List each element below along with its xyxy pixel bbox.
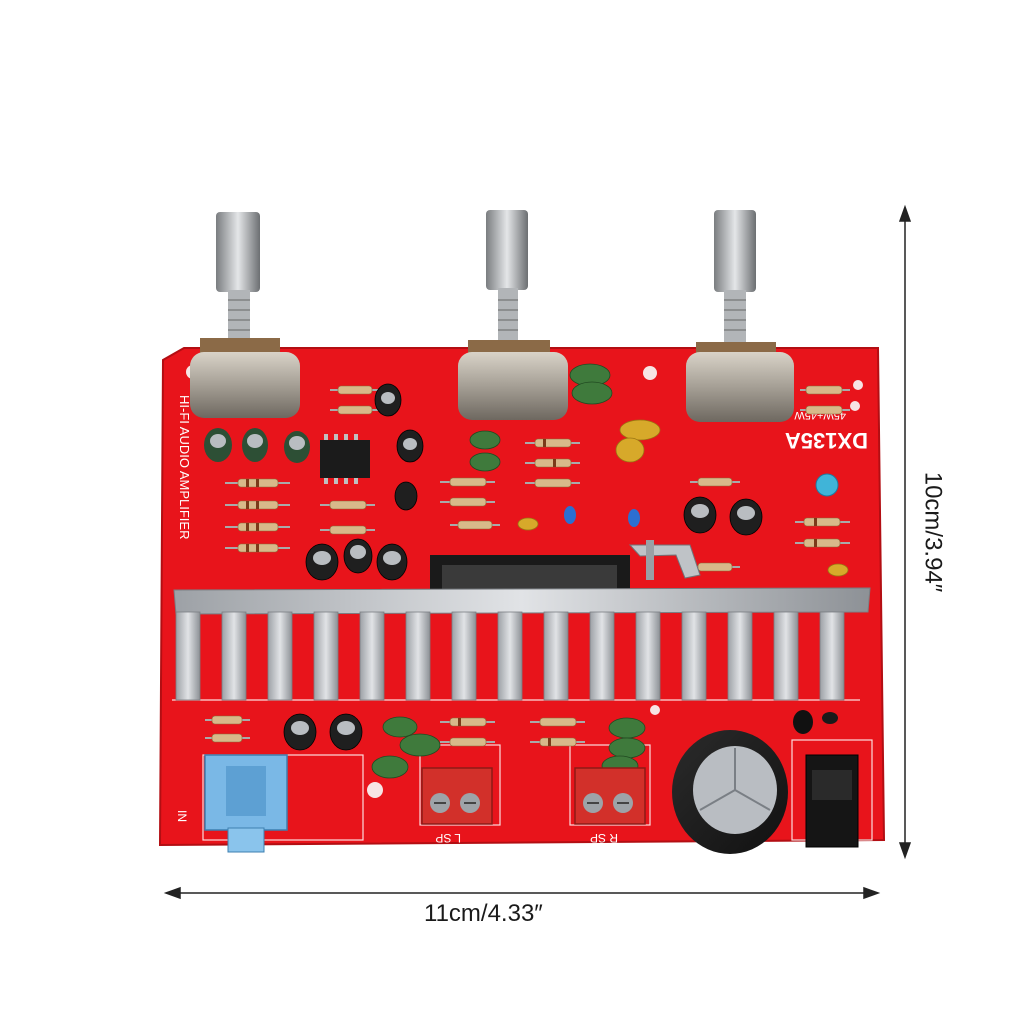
board-model: DX135A	[785, 428, 868, 453]
dc-jack-icon	[805, 754, 859, 848]
height-dimension-arrow	[898, 204, 912, 860]
main-filter-capacitor	[672, 730, 788, 854]
potentiometer-icon	[190, 210, 794, 422]
right-speaker-label: R SP	[590, 831, 618, 845]
board-caption: HI-FI AUDIO AMPLIFIER	[177, 395, 192, 539]
transistor	[793, 710, 838, 734]
left-speaker-label: L SP	[435, 831, 461, 845]
op-amp-chip	[320, 434, 370, 484]
power-amp-ic-label-area	[442, 565, 617, 591]
capacitor-icon	[204, 383, 763, 751]
screw-terminal-icon	[421, 767, 646, 825]
heatsink-icon	[173, 540, 871, 701]
height-dimension-label: 10cm/3.94″	[918, 471, 946, 593]
input-label: IN	[175, 810, 189, 822]
audio-jack-icon	[204, 754, 288, 853]
width-dimension-arrow	[163, 886, 881, 900]
resistor-array	[205, 385, 850, 747]
width-dimension-label: 11cm/4.33″	[424, 900, 543, 927]
